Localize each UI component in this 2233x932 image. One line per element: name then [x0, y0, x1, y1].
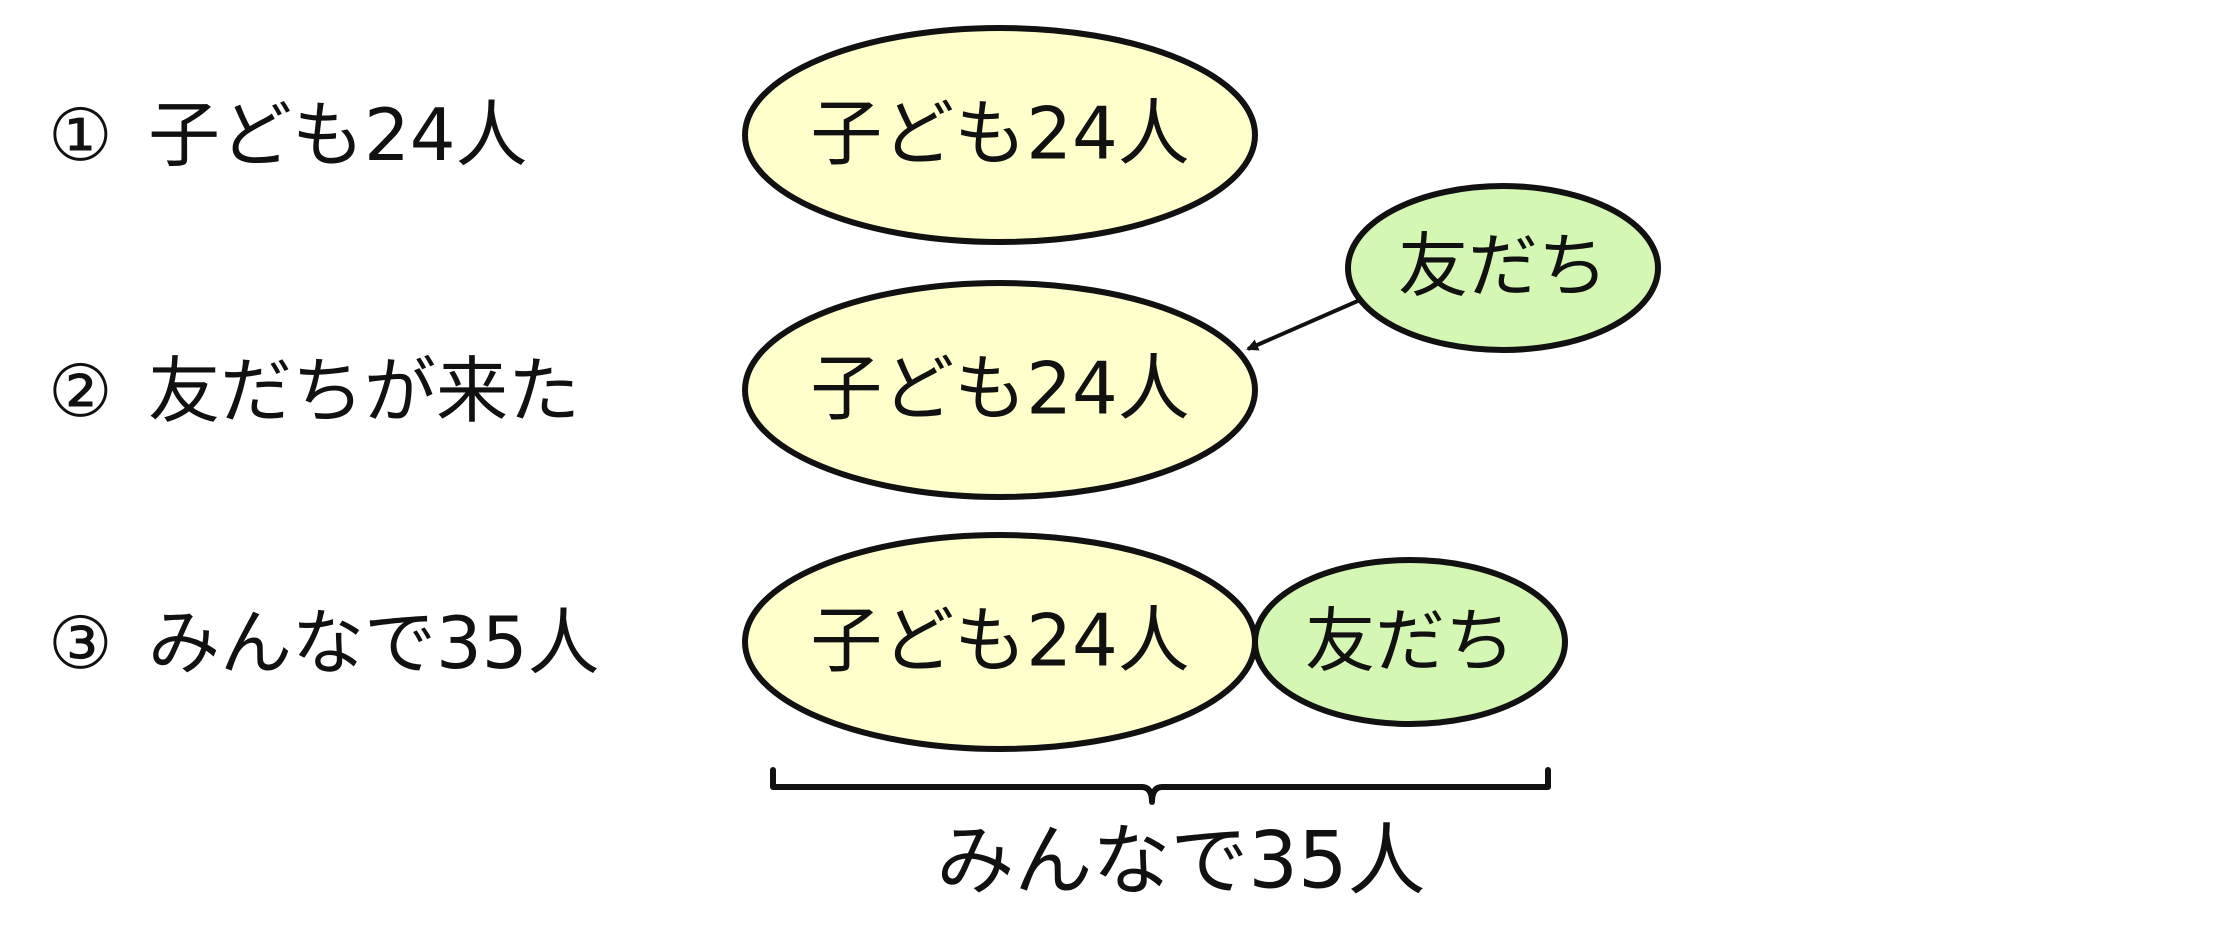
step-2-label: ② 友だちが来た [48, 349, 580, 433]
children-bubble-2 [742, 280, 1258, 500]
row-3-bubbles: 子ども24人 友だち [742, 532, 1568, 752]
children-bubble-1 [742, 25, 1258, 245]
step-1-marker: ① [48, 93, 113, 177]
step-1-label: ① 子ども24人 [48, 93, 528, 177]
step-3-text: みんなで35人 [148, 601, 600, 685]
total-text: みんなで35人 [936, 816, 1425, 906]
friends-bubble-2-text: 友だち [1398, 225, 1608, 307]
friends-bubble-2 [1345, 183, 1661, 353]
step-3-marker: ③ [48, 601, 113, 685]
step-2-text: 友だちが来た [148, 349, 580, 433]
friends-arrow [1246, 298, 1361, 351]
children-bubble-2-text: 子ども24人 [810, 347, 1190, 431]
step-2-marker: ② [48, 349, 113, 433]
total-brace [770, 767, 1551, 805]
row-2-bubbles: 子ども24人 友だち [742, 183, 1661, 500]
children-bubble-1-text: 子ども24人 [810, 92, 1190, 176]
total-bracket: みんなで35人 [770, 767, 1551, 906]
friends-bubble-3-text: 友だち [1305, 600, 1515, 682]
children-bubble-3-text: 子ども24人 [810, 599, 1190, 683]
step-3-label: ③ みんなで35人 [48, 601, 600, 685]
row-1-bubbles: 子ども24人 [742, 25, 1258, 245]
friends-bubble-3 [1252, 557, 1568, 727]
step-1-text: 子ども24人 [148, 93, 528, 177]
